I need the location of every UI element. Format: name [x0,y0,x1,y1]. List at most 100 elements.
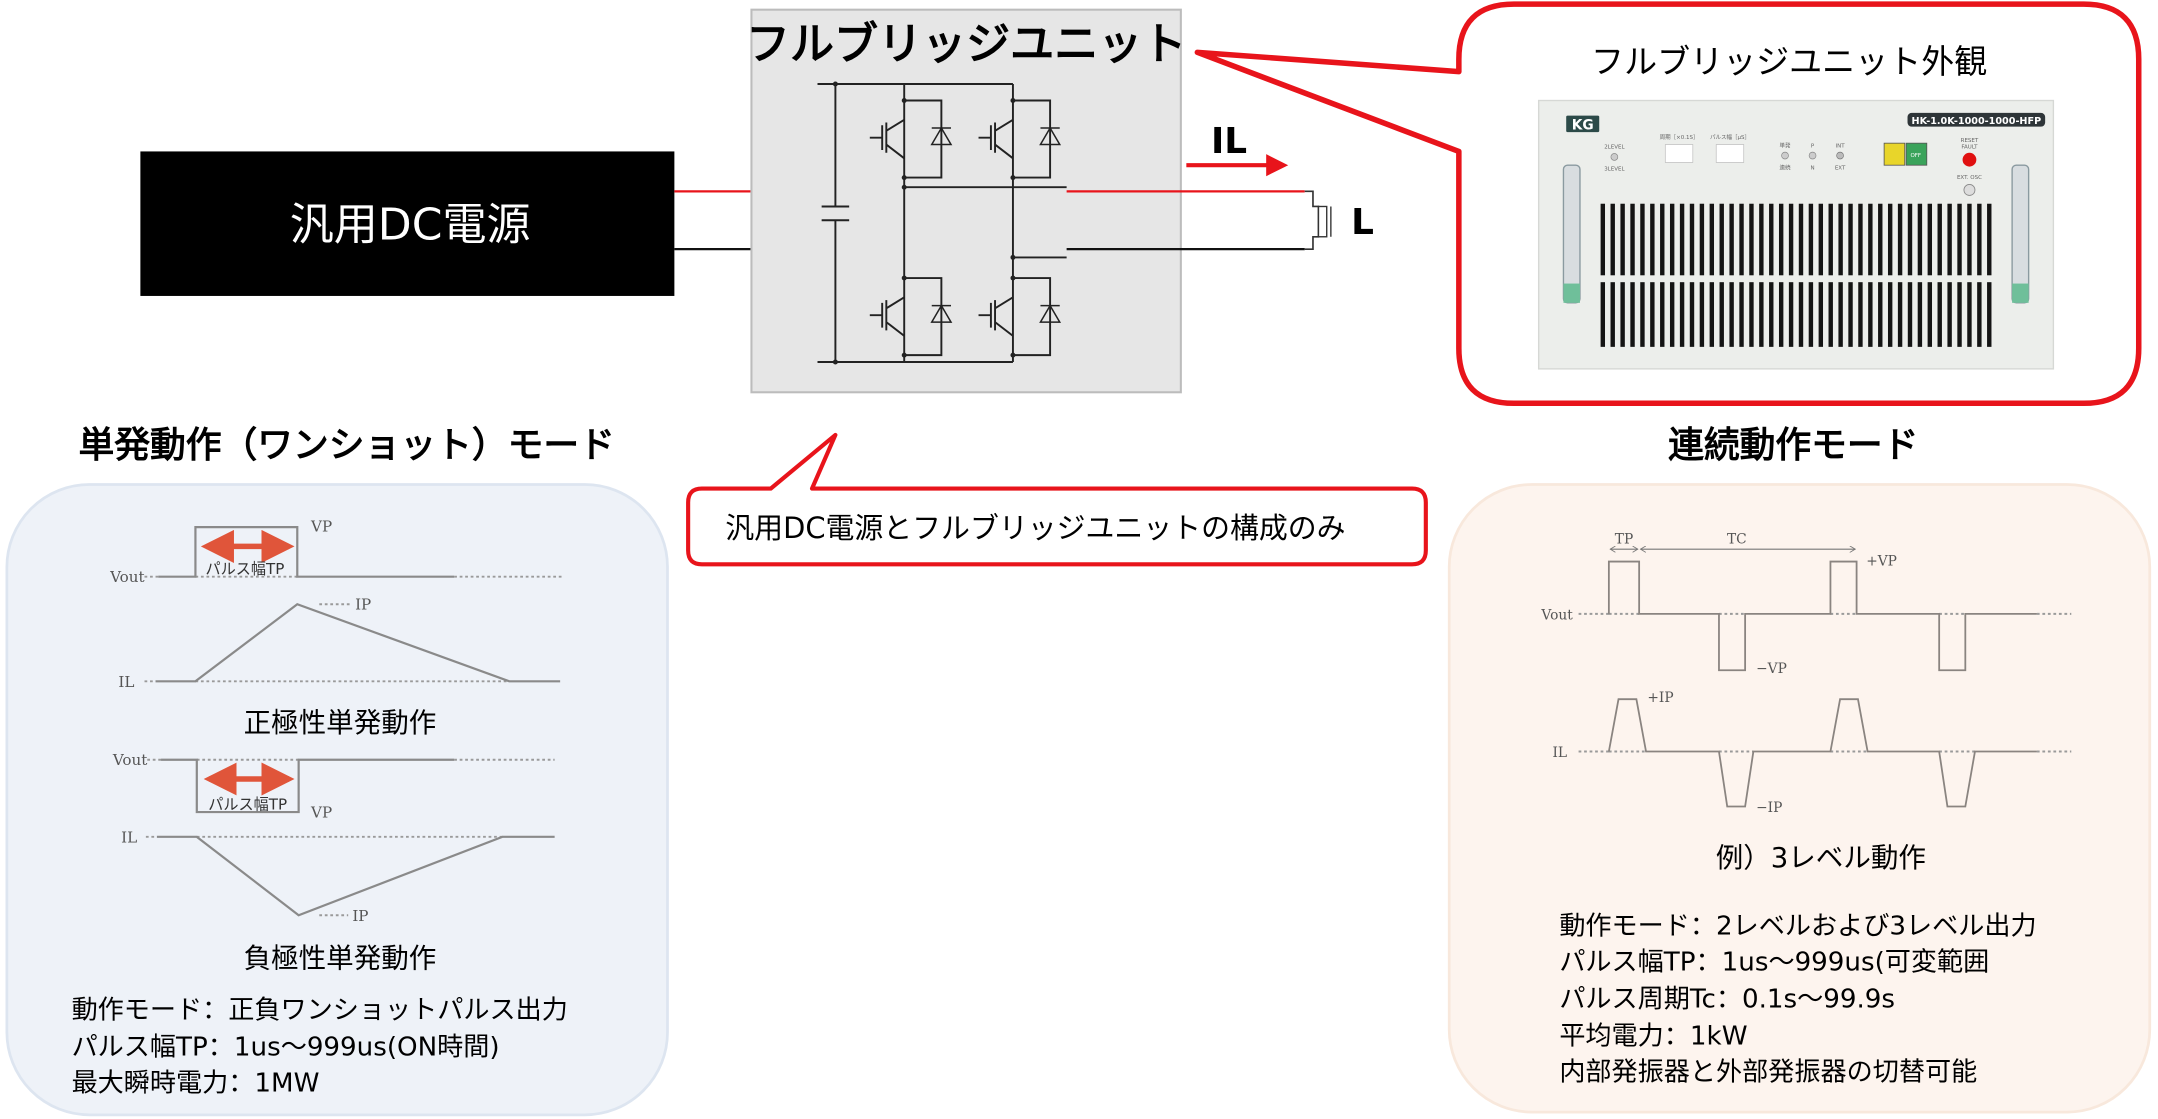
photo-text: OFF [1910,153,1921,159]
minus-vp-label: −VP [1756,661,1787,677]
vent-slat [1749,282,1754,347]
vent-slat [1897,282,1903,347]
vent-slat [1838,203,1843,276]
vent-slat [1868,203,1873,276]
vp-label: VP [310,804,332,822]
igbt-symbol [869,99,943,179]
vent-slat [1699,203,1705,276]
junction-dot [901,352,907,358]
load-label: L [1351,202,1374,243]
igbt-switch [869,275,953,358]
vent-slat [1640,282,1645,347]
junction-dot [901,175,907,181]
vent-slat [1788,203,1794,276]
vent-slat [1798,282,1804,347]
continuous-mode-heading: 連続動作モード [1668,425,1918,466]
vent-slat [1808,282,1814,347]
junction-dot [901,98,907,103]
vent-slat [1669,203,1675,276]
vent-slat [1878,203,1883,276]
vent-slat [1669,282,1675,347]
photo-text: 単発 [1780,141,1792,149]
junction-dot [832,81,838,87]
junction-dot [1010,98,1016,103]
photo-text: 周期［×0.1S］ [1660,134,1699,141]
igbt-symbol [869,277,943,357]
vent-slat [1887,282,1893,347]
vent-slat [1937,282,1942,347]
vent-slat [1679,203,1685,276]
vent-slat [1729,282,1734,347]
ip-label: IP [352,907,368,925]
vent-slat [1699,282,1705,347]
current-label: IL [1211,121,1247,162]
vent-slat [1848,203,1853,276]
photo-text: RESET [1961,138,1979,144]
photo-text: INT [1836,143,1846,149]
vp-label: VP [310,517,332,535]
vent-slat [1729,203,1734,276]
vent-slat [1808,203,1814,276]
vent-slat [1610,282,1615,347]
spec-line: 動作モード：正負ワンショットパルス出力 [72,995,568,1025]
three-level-waveform: TP TC +VP −VP Vout IL +IP −IP [1540,532,2072,816]
vent-slat [1907,203,1913,276]
vent-slat [1947,282,1952,347]
vent-slat [1709,203,1715,276]
photo-text: P [1811,143,1815,149]
vent-slat [1868,282,1873,347]
vent-slat [1719,282,1724,347]
vent-slat [1917,203,1923,276]
vent-slat [1848,282,1853,347]
vent-slat [1709,282,1715,347]
igbt-symbol [978,99,1052,179]
vent-slat [1640,203,1645,276]
vent-slat [1739,282,1744,347]
vent-slat [1610,203,1615,276]
vent-slat [1739,203,1744,276]
continuous-mode-specs: 動作モード：2レベルおよび3レベル出力 パルス幅TP：1us～999us(可変範… [1559,912,2036,1088]
junction-dot [901,184,907,190]
vent-slat [1967,282,1972,347]
photo-text: EXT [1835,165,1846,171]
vent-slat [1828,203,1833,276]
appearance-title: フルブリッジユニット外観 [1591,42,1987,81]
vout-label: Vout [112,751,147,769]
inductor-load [1304,190,1332,250]
junction-dot [1010,254,1016,260]
current-arrow [1186,154,1289,177]
igbt-symbol [978,277,1052,357]
igbt-switch [869,98,953,181]
pulse-width-label: パルス幅TP [208,795,287,813]
vout-label: Vout [109,568,144,586]
vent-slat [1630,203,1635,276]
vent-slat [1977,203,1982,276]
photo-text: パルス幅［μS］ [1710,133,1750,141]
photo-text: 2LEVEL [1604,145,1625,151]
vent-slat [1967,203,1972,276]
ip-label: IP [355,596,371,614]
bridge-circuit [817,81,1067,365]
config-callout: 汎用DC電源とフルブリッジユニットの構成のみ [686,432,1428,567]
dc-power-supply: 汎用DC電源 [140,151,675,296]
photo-text: 3LEVEL [1604,167,1625,173]
vent-slat [1858,282,1863,347]
spec-line: パルス周期Tc：0.1s～99.9s [1559,984,1895,1014]
vent-slat [1689,282,1695,347]
vent-slat [1917,282,1923,347]
negative-waveform: Vout VP パルス幅TP IL IP 負極性単発動作 [112,751,555,975]
igbt-switch [978,98,1062,181]
vent-slat [1759,203,1764,276]
vent-slat [1937,203,1942,276]
single-mode-heading: 単発動作（ワンショット）モード [78,425,615,466]
config-callout-text: 汎用DC電源とフルブリッジユニットの構成のみ [725,511,1345,545]
photo-text: 連続 [1780,163,1792,171]
vent-slat [1927,282,1933,347]
vent-slat [1987,203,1992,276]
vent-slat [1957,282,1962,347]
photo-text: FAULT [1961,145,1978,151]
vent-slat [1987,282,1992,347]
vent-slat [1897,203,1903,276]
spec-line: パルス幅TP：1us～999us(ON時間) [72,1033,500,1063]
